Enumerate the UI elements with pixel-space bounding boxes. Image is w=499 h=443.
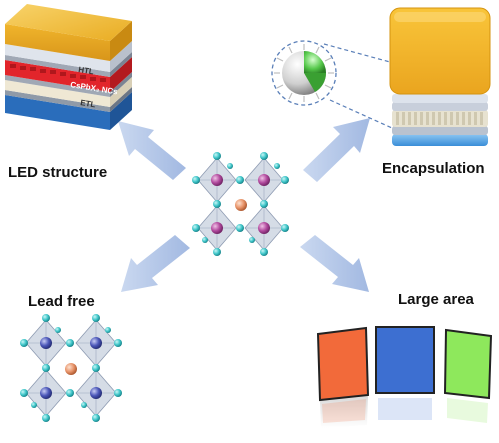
large-area-panels [316,326,493,428]
lead-free-lattice [20,314,122,422]
green-led-panel [443,328,493,423]
orange-led-panel [316,326,370,428]
arrow-to-led-structure [118,121,186,180]
encapsulation-device [389,7,491,146]
blue-led-panel [375,326,435,420]
etl-layer-label: ETL [80,98,96,109]
arrow-to-encapsulation [303,118,370,182]
htl-layer-label: HTL [78,65,95,76]
led-structure-label: LED structure [8,164,107,181]
arrow-to-lead-free [121,235,190,292]
encapsulation-label: Encapsulation [382,160,485,177]
lead-free-label: Lead free [28,293,95,310]
nanocrystal-zoom-inset [271,40,393,129]
led-structure-stack: HTL CsPbX₃ NCs ETL [5,4,132,130]
large-area-label: Large area [398,291,475,308]
central-perovskite-lattice [192,152,289,256]
arrow-to-large-area [300,235,369,292]
